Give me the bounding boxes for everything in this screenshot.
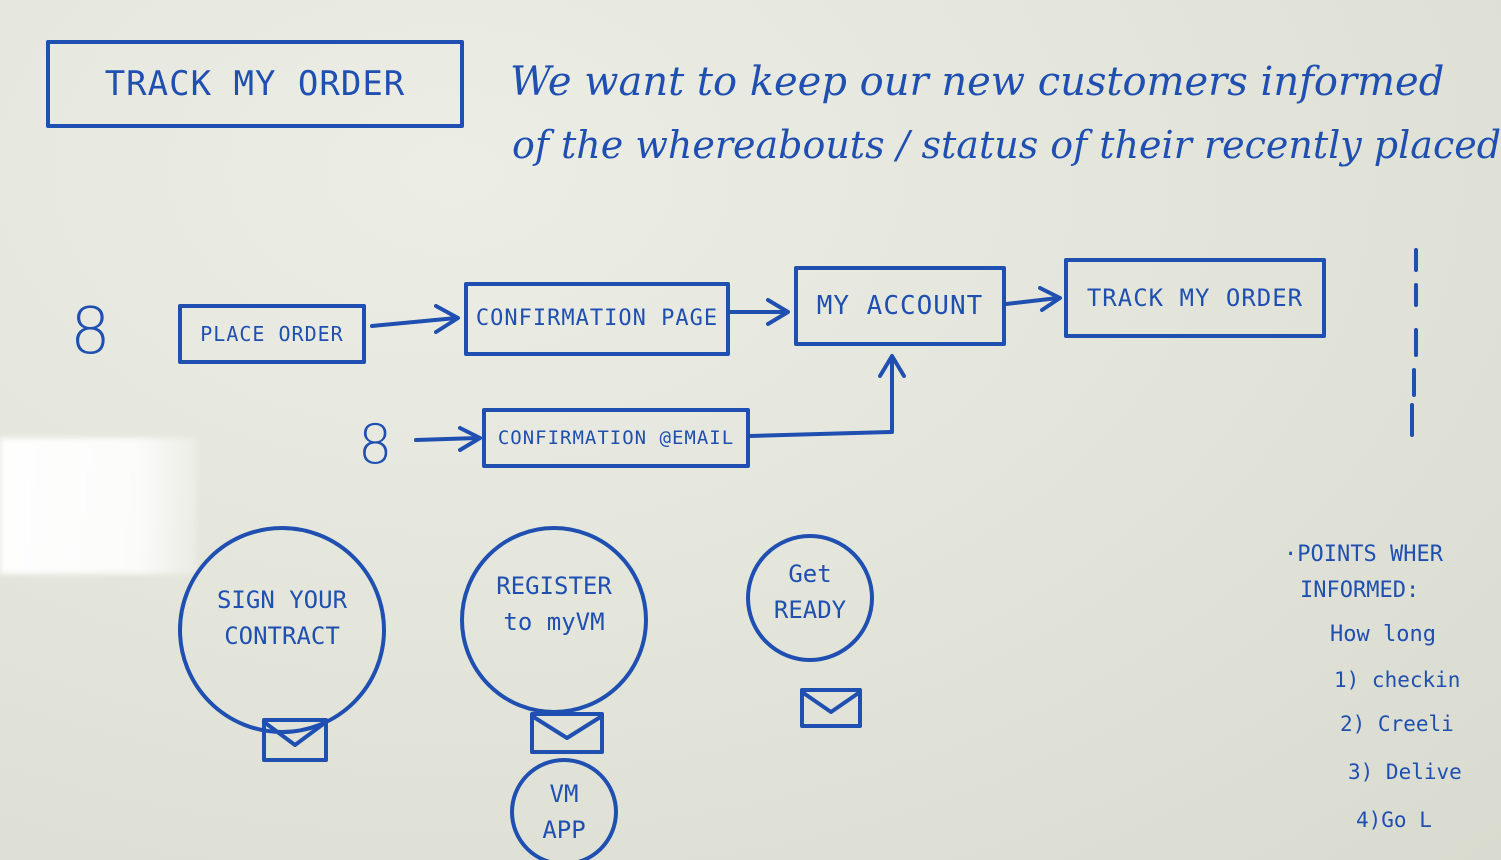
intro-line-1: We want to keep our new customers inform…: [510, 59, 1445, 105]
side-note-item-4: 4)Go L: [1356, 808, 1432, 832]
circle-label-vm-app: VM APP: [542, 780, 586, 844]
envelope-icon: [800, 688, 862, 728]
side-note-heading: ·POINTS WHER: [1284, 542, 1443, 567]
envelope-icon: [530, 712, 604, 754]
circle-get-ready: [746, 534, 874, 662]
place-order-box: [178, 304, 366, 364]
confirmation-email-box: [482, 408, 750, 468]
diagram-lines: [46, 40, 1418, 860]
node-confirmation-page: CONFIRMATION PAGE: [475, 306, 719, 331]
circle-label-get-ready: Get READY: [773, 560, 847, 624]
circle-sign-contract: [178, 526, 386, 734]
arrow-count-to-email: [414, 436, 480, 442]
arrow-email-to-account: [748, 358, 894, 438]
side-note-item-1: 1) checkin: [1334, 668, 1461, 692]
side-note-informed: INFORMED:: [1300, 578, 1420, 603]
side-note-item-3: 3) Delive: [1348, 760, 1462, 784]
envelope-icon: [262, 718, 328, 762]
confirmation-page-box: [464, 282, 730, 356]
count-top: 8: [70, 295, 111, 369]
my-account-box: [794, 266, 1006, 346]
node-track-my-order: TRACK MY ORDER: [1086, 284, 1304, 312]
node-place-order: PLACE ORDER: [200, 322, 344, 346]
side-note-how-long: How long: [1330, 622, 1436, 647]
intro-line-2: of the whereabouts / status of their rec…: [512, 123, 1501, 167]
count-bottom: 8: [358, 413, 393, 476]
arrow-place-to-confirm: [370, 316, 458, 328]
dashed-divider: [1410, 248, 1418, 437]
circle-label-sign-contract: SIGN YOUR CONTRACT: [216, 586, 348, 650]
light-glare: [0, 438, 198, 574]
track-my-order-box: [1064, 258, 1326, 338]
side-note-item-2: 2) Creeli: [1340, 712, 1454, 736]
page-title: TRACK MY ORDER: [104, 64, 406, 104]
circle-label-register: REGISTER to myVM: [496, 572, 612, 636]
node-my-account: MY ACCOUNT: [816, 291, 984, 321]
arrow-account-to-track: [1004, 296, 1060, 306]
whiteboard: TRACK MY ORDER We want to keep our new c…: [0, 40, 1501, 860]
circle-vm-app: [510, 758, 618, 860]
node-confirmation-email: CONFIRMATION @EMAIL: [497, 426, 735, 449]
title-box-outline: [46, 40, 464, 128]
